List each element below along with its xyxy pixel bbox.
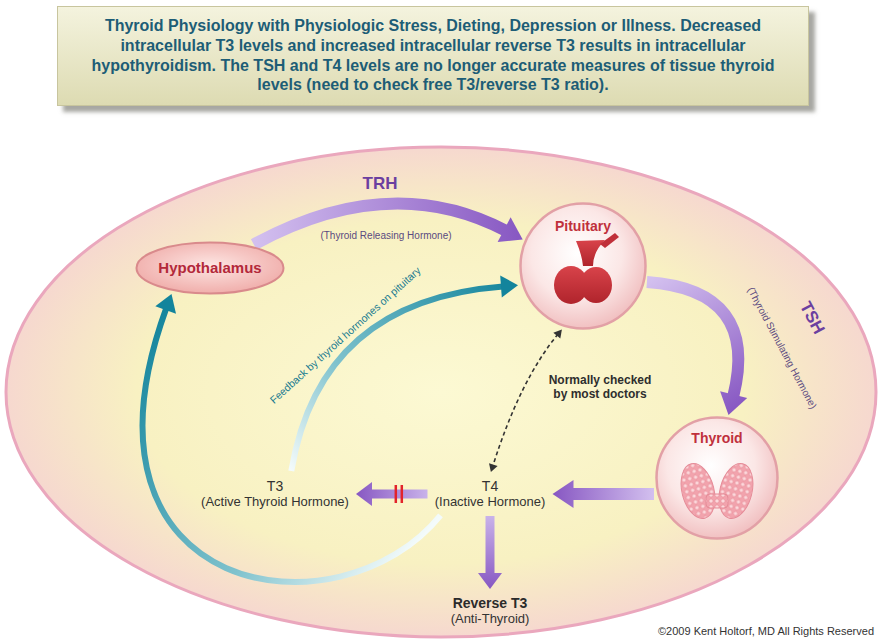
- arrow-head: [553, 329, 562, 338]
- block-mark: [395, 485, 398, 503]
- hypothalamus-ellipse: Hypothalamus: [135, 241, 285, 295]
- block-mark: [401, 485, 404, 503]
- node-subtitle: (Inactive Hormone): [435, 495, 546, 510]
- node-subtitle: (Active Thyroid Hormone): [201, 495, 349, 510]
- hormone-node: T3(Active Thyroid Hormone): [197, 475, 353, 513]
- arrow-head: [478, 573, 502, 589]
- connector-line: [486, 516, 495, 575]
- title-text: Thyroid Physiology with Physiologic Stre…: [74, 16, 792, 95]
- arrow-connector: [553, 480, 655, 508]
- node-title: Thyroid: [691, 430, 742, 446]
- connector-line: [493, 334, 558, 466]
- title-box: Thyroid Physiology with Physiologic Stre…: [57, 6, 809, 106]
- thyroid-fill: [656, 417, 778, 539]
- arrow-head: [720, 391, 747, 415]
- thyroid-illustration: [676, 460, 759, 522]
- connector-line: [572, 488, 655, 500]
- outline-circle: [521, 204, 646, 329]
- arrow-connector: [291, 276, 518, 472]
- pituitary-fill: [520, 203, 646, 329]
- thyroid-lobe: [676, 460, 721, 522]
- arrow-connector: [356, 482, 428, 506]
- connector-line: [254, 203, 506, 244]
- hormone-name: TRH: [363, 174, 398, 194]
- node-title: Hypothalamus: [158, 259, 261, 276]
- node-subtitle: (Anti-Thyroid): [451, 612, 530, 627]
- node-title: Reverse T3: [453, 595, 528, 611]
- pituitary-branch: [600, 233, 619, 248]
- connector-line: [647, 282, 738, 397]
- thyroid-lobe: [714, 460, 759, 522]
- node-title: T3: [267, 478, 283, 494]
- pituitary-illustration: [554, 233, 619, 304]
- outline-circle: [657, 418, 778, 539]
- pituitary-lobe: [580, 267, 612, 303]
- arrow-head: [489, 463, 498, 472]
- arrow-connector: [478, 516, 502, 589]
- arrow-connector: [254, 203, 523, 244]
- arrow-head: [553, 480, 574, 508]
- connector-line: [370, 490, 428, 499]
- connector-line: [291, 286, 503, 471]
- connector-line: [143, 308, 441, 582]
- pituitary-circle: Pituitary: [519, 202, 647, 330]
- hormone-node: T4(Inactive Hormone): [431, 475, 550, 513]
- dashed-connector: [489, 329, 562, 472]
- note-label: Normally checked by most doctors: [541, 374, 659, 402]
- arrow-head: [498, 217, 523, 242]
- arrow-head: [155, 294, 176, 314]
- arrow-connector: [143, 294, 441, 582]
- hormone-fullname: (Thyroid Releasing Hormone): [320, 230, 451, 242]
- thyroid-isthmus: [706, 494, 728, 508]
- arrow-head: [356, 482, 372, 506]
- node-title: T4: [482, 478, 498, 494]
- arrow-head: [500, 276, 518, 298]
- thyroid-circle: Thyroid: [655, 416, 779, 540]
- outline-ellipse: [137, 243, 284, 294]
- arrow-connector: [647, 282, 747, 415]
- node-title: Pituitary: [555, 218, 611, 234]
- copyright-note: ©2009 Kent Holtorf, MD All Rights Reserv…: [658, 625, 874, 638]
- background-oval: [6, 147, 876, 637]
- hormone-node: Reverse T3(Anti-Thyroid): [447, 592, 534, 630]
